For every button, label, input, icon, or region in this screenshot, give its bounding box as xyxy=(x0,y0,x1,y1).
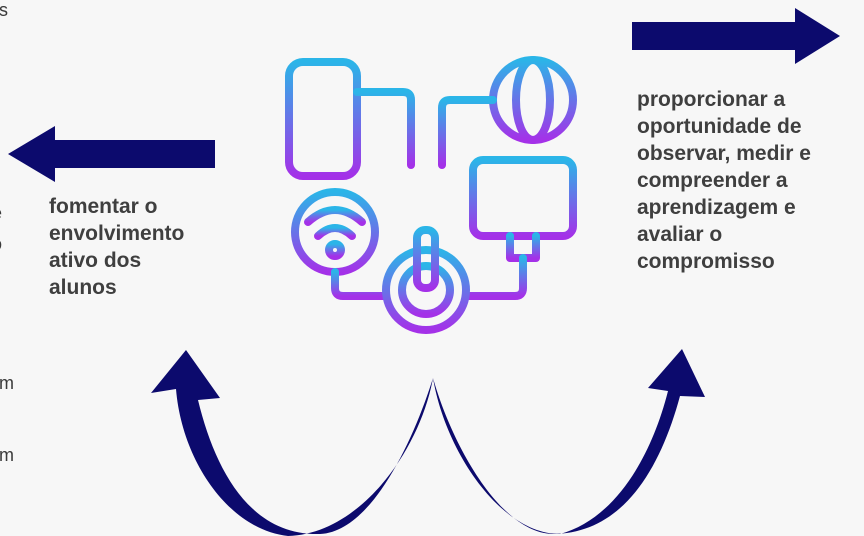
left-description-line: envolvimento xyxy=(49,222,185,245)
left-description: fomentar o envolvimento ativo dos alunos xyxy=(49,193,184,301)
globe-icon xyxy=(489,56,577,144)
right-description-line: compreender a xyxy=(637,169,788,192)
left-description-line: fomentar o xyxy=(49,195,158,218)
smartphone-icon xyxy=(285,58,361,180)
left-arrow xyxy=(8,126,215,182)
power-button-icon xyxy=(382,226,470,334)
edge-fragment-4: m xyxy=(0,373,14,393)
monitor-icon xyxy=(469,156,577,262)
right-description-line: aprendizagem e xyxy=(637,196,796,219)
bottom-left-curved-arrow xyxy=(151,350,433,536)
edge-fragment-3: o xyxy=(0,234,2,254)
edge-fragment-2: e xyxy=(0,203,2,223)
top-right-arrow xyxy=(632,8,840,64)
edge-fragment-5: m xyxy=(0,445,14,465)
right-description-line: observar, medir e xyxy=(637,142,811,165)
edge-fragment-1: s xyxy=(0,0,8,20)
bottom-right-curved-arrow xyxy=(433,349,705,534)
wifi-icon xyxy=(291,188,379,276)
right-description-line: oportunidade de xyxy=(637,115,802,138)
technology-devices-icon xyxy=(285,56,577,334)
right-description-line: avaliar o xyxy=(637,223,723,246)
right-description: proporcionar a oportunidade de observar,… xyxy=(637,86,811,275)
right-description-line: compromisso xyxy=(637,250,775,273)
right-description-line: proporcionar a xyxy=(637,88,786,111)
left-description-line: ativo dos xyxy=(49,249,142,272)
left-description-line: alunos xyxy=(49,276,117,299)
